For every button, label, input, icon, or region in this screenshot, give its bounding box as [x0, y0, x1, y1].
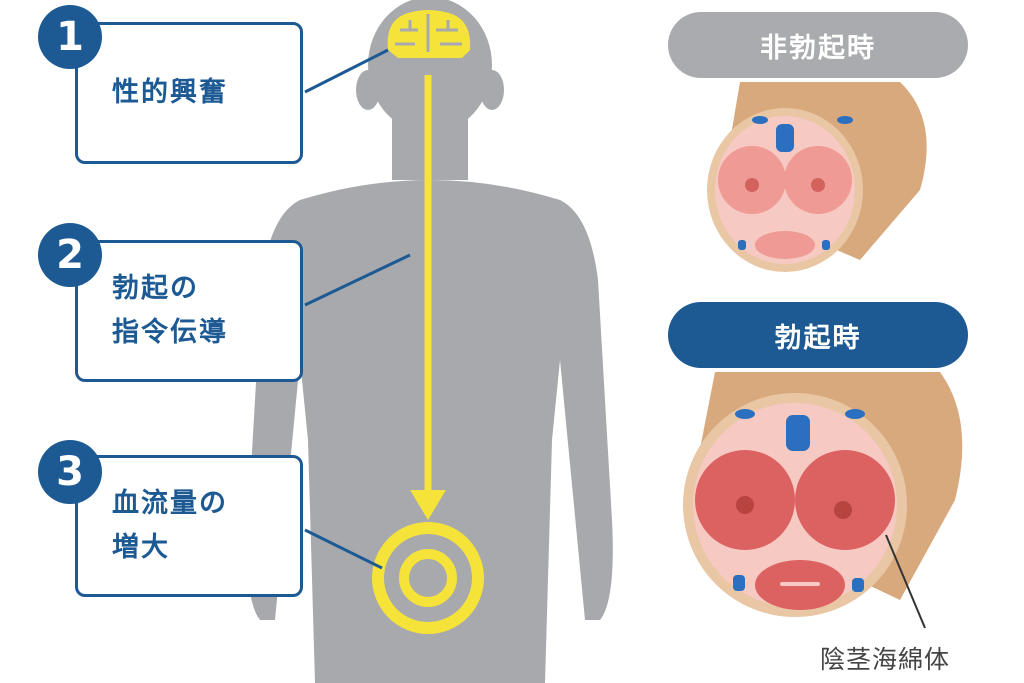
annotation-leader-line: [885, 534, 926, 629]
blood-flow-target-icon: [372, 522, 484, 634]
flaccid-state-label: 非勃起時: [668, 12, 968, 78]
step-1-box: 性的興奮: [75, 22, 303, 164]
step-1-text: 性的興奮: [112, 77, 228, 108]
brain-icon: [387, 10, 471, 58]
signal-arrow: [410, 75, 446, 520]
step-3-badge: 3: [38, 440, 102, 504]
cross-section-flaccid: [707, 82, 927, 272]
step-3-text-line-2: 増大: [112, 532, 170, 563]
step-2-text-line-2: 指令伝導: [112, 317, 228, 348]
step-3-box: 血流量の 増大: [75, 455, 303, 597]
erect-state-label: 勃起時: [668, 302, 968, 368]
step-2-box: 勃起の 指令伝導: [75, 240, 303, 382]
step-2-text-line-1: 勃起の: [112, 273, 199, 304]
step-1-badge: 1: [38, 5, 102, 69]
cross-section-erect: [683, 372, 963, 629]
step-2-badge: 2: [38, 223, 102, 287]
corpus-cavernosum-label: 陰茎海綿体: [820, 645, 951, 674]
connector-lines: [304, 48, 411, 570]
step-3-text-line-1: 血流量の: [112, 488, 228, 519]
